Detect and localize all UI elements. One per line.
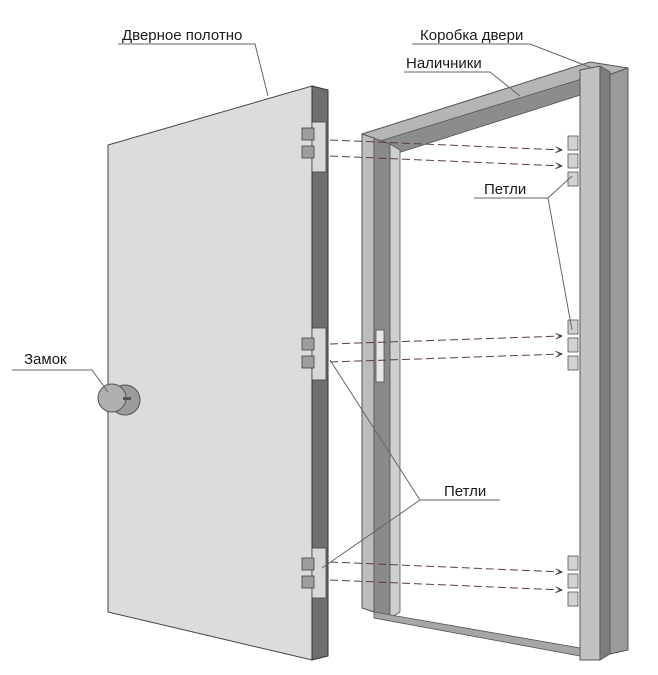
leader-hinges-bottom-2 <box>321 499 421 569</box>
strike-plate <box>375 329 385 383</box>
leader-hinges-right-top <box>547 175 573 199</box>
frame-left-post-face <box>389 143 401 619</box>
frame-left-post <box>361 133 375 613</box>
door-leaf <box>97 85 329 661</box>
label-hinges-right: Петли <box>484 181 526 198</box>
door-frame <box>361 61 629 661</box>
leaf-hinges <box>301 121 327 599</box>
lock-knob <box>97 383 141 416</box>
label-door-frame: Коробка двери <box>420 27 523 44</box>
assembly-arrows <box>329 139 562 590</box>
label-casings: Наличники <box>406 55 482 72</box>
frame-back-post <box>609 67 629 655</box>
frame-right-post-side <box>599 65 611 661</box>
frame-bottom <box>373 611 581 657</box>
leader-door-frame <box>412 43 593 69</box>
frame-right-post <box>579 65 601 661</box>
leader-lock <box>12 369 109 393</box>
label-hinges-bottom: Петли <box>444 483 486 500</box>
leader-lines <box>12 43 593 569</box>
label-door-leaf: Дверное полотно <box>122 27 242 44</box>
leader-hinges-bottom <box>329 359 500 501</box>
label-lock: Замок <box>24 351 67 368</box>
door-leaf-face <box>107 85 313 661</box>
frame-hinges <box>567 135 579 607</box>
leader-casings <box>404 71 521 97</box>
leader-door-leaf <box>118 43 269 97</box>
leader-hinges-right <box>474 197 573 331</box>
